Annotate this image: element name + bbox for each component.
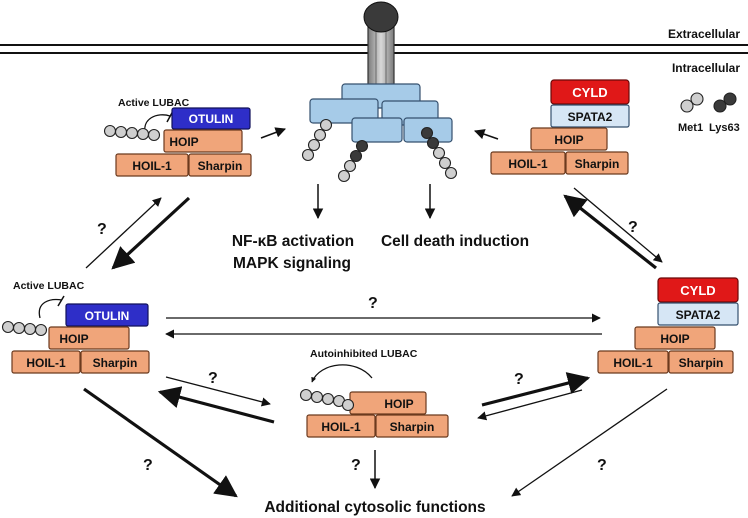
cyld-label: CYLD — [572, 85, 607, 100]
hoip-label: HOIP — [169, 135, 198, 149]
arrow — [474, 129, 499, 140]
met1-chain — [301, 118, 333, 162]
question-mark: ? — [97, 221, 107, 238]
hoip-label: HOIP — [384, 397, 413, 411]
autoinhibited-lubac-label: Autoinhibited LUBAC — [310, 348, 418, 360]
hoil1-label: HOIL-1 — [508, 157, 548, 171]
nfkb-label: NF-κB activation — [232, 233, 354, 250]
arrow — [165, 376, 271, 407]
hoip-label: HOIP — [554, 133, 583, 147]
complex-block — [309, 98, 379, 124]
legend-lys63: Lys63 — [709, 122, 740, 134]
hoip-label: HOIP — [59, 332, 88, 346]
legend: Met1 Lys63 — [678, 92, 740, 134]
mixed-chain — [337, 139, 369, 183]
arrow — [157, 386, 275, 424]
complex-autoinhibited: Autoinhibited LUBAC HOIP HOIL-1 Sharpin — [299, 348, 449, 438]
mapk-label: MAPK signaling — [233, 255, 351, 272]
question-mark: ? — [143, 457, 153, 474]
question-marks: ? ? ? ? ? ? ? ? — [97, 219, 638, 474]
sharpin-label: Sharpin — [679, 356, 724, 370]
complex-block — [351, 117, 403, 143]
arrow — [85, 197, 162, 269]
active-lubac-label: Active LUBAC — [118, 97, 190, 109]
spata2-label: SPATA2 — [676, 308, 721, 322]
sharpin-label: Sharpin — [93, 356, 138, 370]
complex-top-right: CYLD SPATA2 HOIP HOIL-1 Sharpin — [490, 79, 630, 175]
question-mark: ? — [368, 295, 378, 312]
otulin-label: OTULIN — [85, 309, 130, 323]
complex-middle-right: CYLD SPATA2 HOIP HOIL-1 Sharpin — [597, 277, 739, 374]
arrow — [260, 127, 286, 139]
intracellular-label: Intracellular — [672, 61, 740, 75]
question-mark: ? — [351, 457, 361, 474]
legend-met1: Met1 — [678, 122, 703, 134]
arrow — [563, 194, 657, 270]
additional-functions-label: Additional cytosolic functions — [264, 499, 485, 516]
cyld-label: CYLD — [680, 283, 715, 298]
question-mark: ? — [597, 457, 607, 474]
hoip-label: HOIP — [660, 332, 689, 346]
question-mark: ? — [208, 370, 218, 387]
receptor — [363, 1, 399, 91]
sharpin-label: Sharpin — [390, 420, 435, 434]
active-lubac-label: Active LUBAC — [13, 280, 85, 292]
question-mark: ? — [628, 219, 638, 236]
receptor-signaling-complex — [301, 83, 458, 183]
hoil1-label: HOIL-1 — [613, 356, 653, 370]
arrows — [83, 127, 668, 498]
complex-middle-left: Active LUBAC OTULIN HOIP HOIL-1 Sharpin — [1, 280, 150, 374]
hoil1-label: HOIL-1 — [26, 356, 66, 370]
otulin-label: OTULIN — [189, 112, 234, 126]
cell-death-label: Cell death induction — [381, 233, 529, 250]
arrow — [111, 196, 191, 270]
sharpin-label: Sharpin — [575, 157, 620, 171]
complex-top-left: Active LUBAC OTULIN HOIP HOIL-1 Sharpin — [103, 97, 252, 177]
question-mark: ? — [514, 371, 524, 388]
hoil1-label: HOIL-1 — [132, 159, 172, 173]
mixed-chain — [420, 126, 458, 180]
arrow — [83, 387, 238, 498]
arrow — [481, 372, 591, 407]
spata2-label: SPATA2 — [568, 110, 613, 124]
extracellular-label: Extracellular — [668, 27, 740, 41]
hoil1-label: HOIL-1 — [321, 420, 361, 434]
arrow — [511, 388, 668, 497]
arrow — [477, 389, 583, 421]
arrow — [573, 187, 663, 263]
sharpin-label: Sharpin — [198, 159, 243, 173]
